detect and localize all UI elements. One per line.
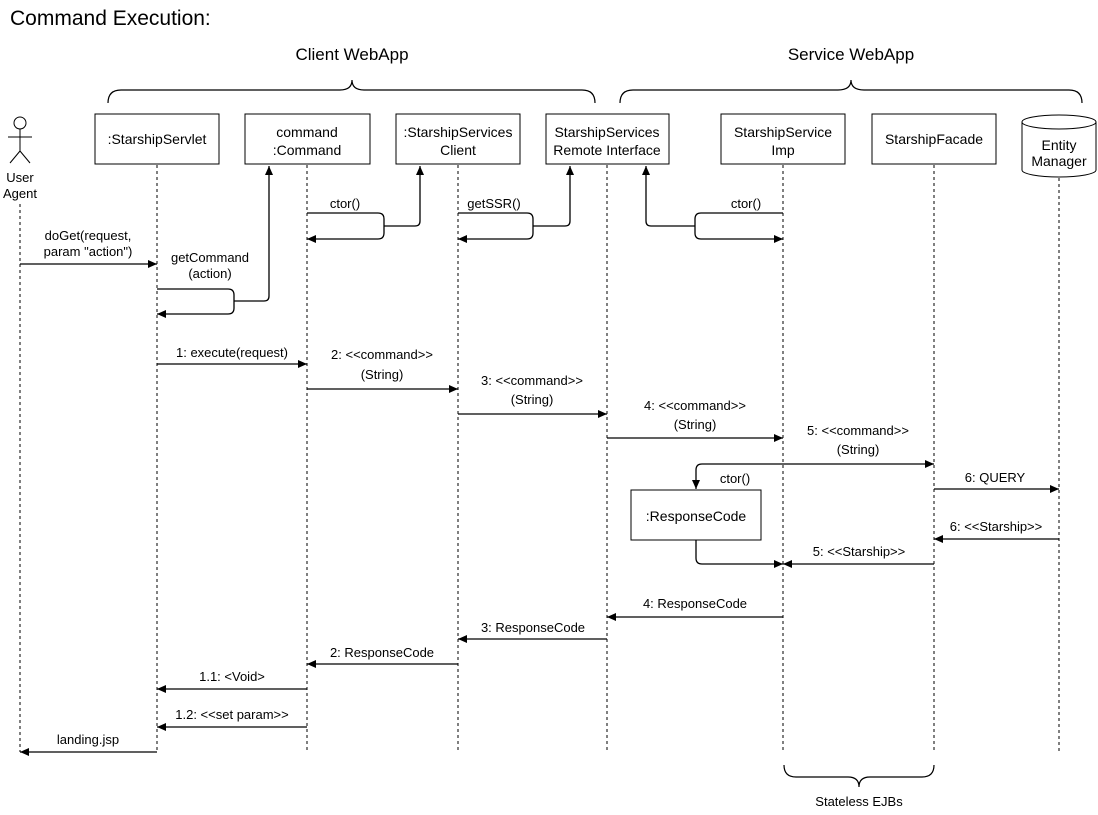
client-webapp-label: Client WebApp [295,45,408,64]
participant-servlet [94,113,220,165]
participant-command-label-1: command [276,124,337,140]
responsecode-return-2-label: 2: ResponseCode [330,645,434,660]
getcommand-label-1: getCommand [171,250,249,265]
participant-remote-label-2: Remote Interface [553,142,661,158]
participant-imp-label-1: StarshipService [734,124,832,140]
ctor-command-call [307,212,385,243]
ctor-responsecode-label: ctor() [720,471,750,486]
participant-remote [545,113,670,165]
getssr-arrow [533,166,574,227]
command-label-4a: 4: <<command>> [644,398,746,413]
set-param-label: 1.2: <<set param>> [175,707,288,722]
participant-servlet-label: :StarshipServlet [108,131,207,147]
ctor-command-label: ctor() [330,196,360,211]
starship-return-6-label: 6: <<Starship>> [950,519,1043,534]
command-label-5a: 5: <<command>> [807,423,909,438]
void-return-label: 1.1: <Void> [199,669,265,684]
responsecode-return-arrow [695,540,783,568]
responsecode-return-3-label: 3: ResponseCode [481,620,585,635]
getcommand-arrow [234,166,273,302]
command-label-2a: 2: <<command>> [331,347,433,362]
doget-label-1: doGet(request, [45,228,132,243]
command-label-3a: 3: <<command>> [481,373,583,388]
command-label-4b: (String) [674,417,717,432]
diagram-title: Command Execution: [10,7,211,30]
participant-responsecode-label: :ResponseCode [646,508,747,524]
stateless-ejbs-label: Stateless EJBs [815,794,903,809]
participant-facade-label: StarshipFacade [885,131,983,147]
ctor-command-arrow [384,166,424,227]
entity-manager-database-icon [1021,114,1097,178]
participant-client-label-2: Client [440,142,476,158]
ctor-imp-arrow [642,166,695,227]
participant-entity-label-2: Manager [1031,153,1087,169]
participant-command-label-2: :Command [273,142,341,158]
participant-client [395,113,521,165]
actor-label-1: User [6,170,34,185]
participant-imp [720,113,846,165]
doget-label-2: param "action") [44,244,133,259]
participant-client-label-1: :StarshipServices [404,124,513,140]
getssr-label: getSSR() [467,196,520,211]
command-label-5b: (String) [837,442,880,457]
getcommand-call [157,288,235,318]
landing-label: landing.jsp [57,732,119,747]
getcommand-label-2: (action) [188,266,231,281]
getssr-call [458,212,534,243]
command-label-2b: (String) [361,367,404,382]
participant-remote-label-1: StarshipServices [554,124,659,140]
participant-command [244,113,371,165]
participant-entity-label-1: Entity [1041,137,1076,153]
actor-label-2: Agent [3,186,37,201]
starship-return-5-label: 5: <<Starship>> [813,544,906,559]
command-label-3b: (String) [511,392,554,407]
execute-label: 1: execute(request) [176,345,288,360]
query-label: 6: QUERY [965,470,1026,485]
ctor-imp-call [694,212,783,243]
client-webapp-brace [107,79,596,104]
stateless-ejbs-brace [783,764,935,788]
participant-facade [871,113,997,165]
responsecode-return-4-label: 4: ResponseCode [643,596,747,611]
user-agent-actor [8,116,32,164]
service-webapp-brace [619,79,1083,104]
participant-responsecode [630,489,762,541]
ctor-imp-label: ctor() [731,196,761,211]
service-webapp-label: Service WebApp [788,45,914,64]
participant-imp-label-2: Imp [771,142,795,158]
ctor-responsecode-arrow [692,463,783,489]
